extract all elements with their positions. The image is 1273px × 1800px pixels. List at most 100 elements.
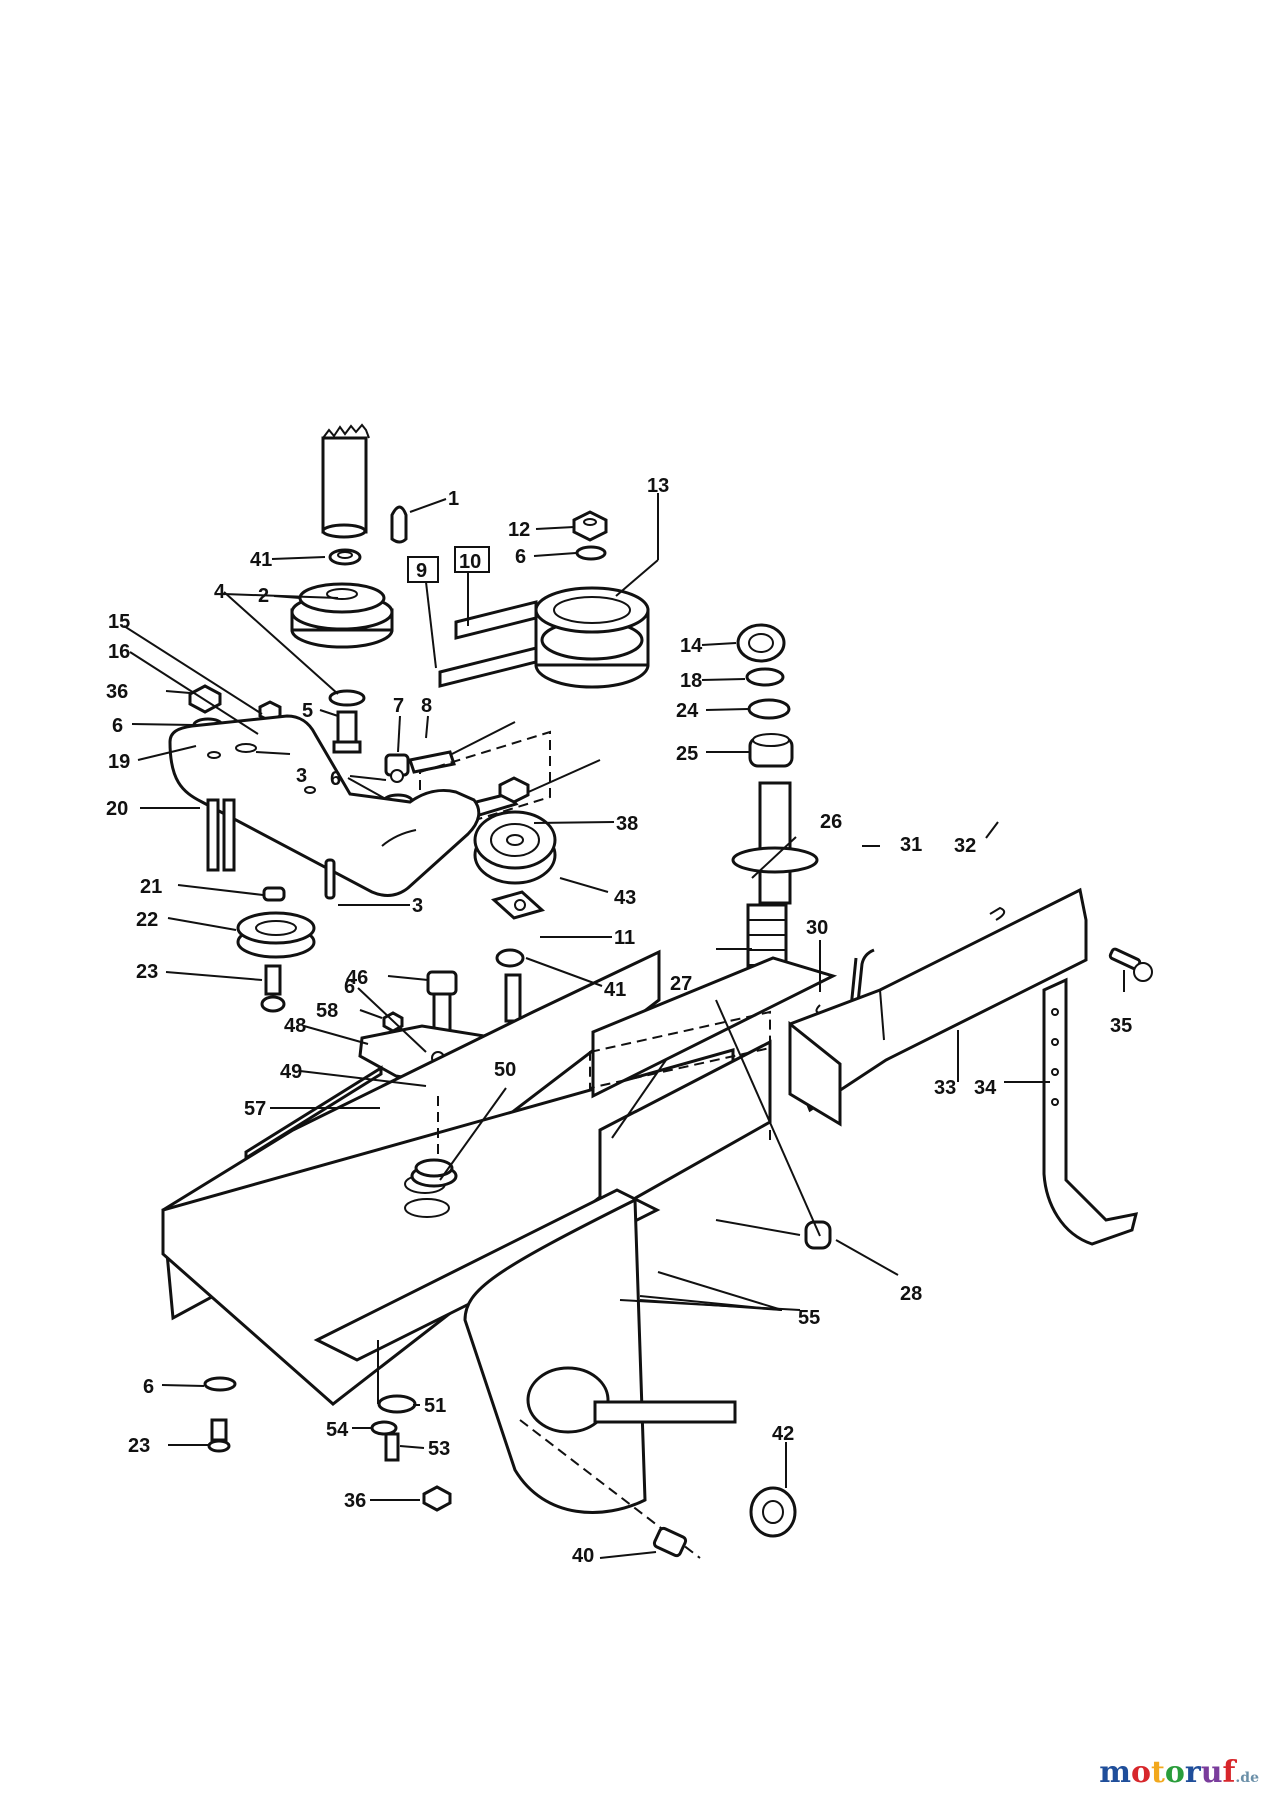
callout-27: 27	[670, 973, 692, 995]
bolt-23-upper	[260, 964, 286, 1013]
box-label-9	[407, 556, 439, 583]
callout-18: 18	[680, 670, 702, 692]
callout-48: 48	[284, 1015, 306, 1037]
washer-6-top	[575, 545, 607, 561]
needle-bearing-25	[748, 733, 794, 768]
shaft-26	[731, 781, 819, 905]
callout-16: 16	[108, 641, 130, 663]
leader-lines	[123, 493, 1125, 1559]
callout-8: 8	[421, 695, 432, 717]
bolt-35	[1108, 947, 1153, 982]
callout-10: 10	[459, 551, 481, 573]
callout-24: 24	[676, 700, 699, 722]
bracket-20	[168, 714, 481, 897]
callout-57: 57	[244, 1098, 266, 1120]
watermark-logo: motoruf.de	[1099, 1755, 1259, 1790]
sleeve-28	[804, 1220, 832, 1250]
callout-13: 13	[647, 475, 669, 497]
callout-5: 5	[302, 700, 313, 722]
callout-26: 26	[820, 811, 842, 833]
callout-32: 32	[954, 835, 976, 857]
callout-31: 31	[900, 834, 922, 856]
callout-21: 21	[140, 876, 162, 898]
callout-40: 40	[572, 1545, 594, 1567]
bolt-46	[426, 970, 458, 1034]
pin-3-lower	[324, 858, 336, 900]
washer-54	[370, 1420, 398, 1436]
tine-34	[1042, 977, 1139, 1246]
callout-41b: 41	[604, 979, 626, 1001]
callout-33: 33	[934, 1077, 956, 1099]
washer-51	[377, 1394, 417, 1414]
callout-25: 25	[676, 743, 698, 765]
callout-7: 7	[393, 695, 404, 717]
pulley-2	[290, 582, 394, 649]
bolt-5	[328, 689, 366, 754]
callout-49: 49	[280, 1061, 302, 1083]
callout-51: 51	[424, 1395, 446, 1417]
arm-33	[788, 887, 1088, 1127]
callout-3a: 3	[296, 765, 307, 787]
clip-32	[989, 906, 1006, 921]
callout-55: 55	[798, 1307, 820, 1329]
bolt-23-lower	[207, 1418, 231, 1453]
callout-6b: 6	[112, 715, 123, 737]
nut-12	[572, 510, 608, 542]
callout-labels: 1 2 3 3 4 5 6 6 6 6 6 7 8 9 10 11 12 13 …	[106, 475, 1132, 1567]
plug-40	[652, 1526, 688, 1558]
callout-23a: 23	[136, 961, 158, 983]
callout-46: 46	[346, 967, 368, 989]
plate-11	[490, 890, 546, 920]
box-label-10	[454, 546, 490, 573]
washer-6-bottom	[203, 1376, 237, 1392]
key-part-1	[390, 505, 408, 544]
spacer-21	[262, 886, 286, 902]
callout-41a: 41	[250, 549, 272, 571]
callout-4: 4	[214, 581, 226, 603]
spring-50	[410, 1158, 458, 1188]
rod-57	[244, 1065, 383, 1161]
callout-2: 2	[258, 585, 269, 607]
callout-58: 58	[316, 1000, 338, 1022]
callout-6a: 6	[515, 546, 526, 568]
callout-9: 9	[416, 560, 427, 582]
callout-35: 35	[1110, 1015, 1132, 1037]
callout-12: 12	[508, 519, 530, 541]
dash-guides-chassis	[437, 1010, 771, 1559]
chassis	[161, 949, 838, 1514]
callout-6d: 6	[344, 976, 355, 998]
drive-shaft	[321, 423, 370, 539]
circlip-18	[745, 667, 785, 687]
callout-42: 42	[772, 1423, 794, 1445]
callout-34: 34	[974, 1077, 997, 1099]
idler-43	[473, 810, 557, 885]
washer-42	[749, 1486, 797, 1538]
nut-38	[498, 776, 530, 804]
callout-43: 43	[614, 887, 636, 909]
pulley-13	[534, 586, 650, 689]
bearing-14	[736, 623, 786, 663]
bolt-53	[384, 1432, 400, 1462]
pulley-22	[236, 911, 316, 959]
callout-38: 38	[616, 813, 638, 835]
washer-41-mid	[495, 948, 525, 968]
callout-19: 19	[108, 751, 130, 773]
callout-30: 30	[806, 917, 828, 939]
callout-53: 53	[428, 1438, 450, 1460]
callout-36b: 36	[344, 1490, 366, 1512]
callout-6c: 6	[330, 768, 341, 790]
watermark-suffix: .de	[1235, 1770, 1259, 1786]
callout-15: 15	[108, 611, 130, 633]
callout-6e: 6	[143, 1376, 154, 1398]
callout-14: 14	[680, 635, 703, 657]
callout-1: 1	[448, 488, 459, 510]
callout-3b: 3	[412, 895, 423, 917]
callout-36a: 36	[106, 681, 128, 703]
callout-23b: 23	[128, 1435, 150, 1457]
callout-50: 50	[494, 1059, 516, 1081]
tensioner-7	[384, 753, 410, 783]
callout-54: 54	[326, 1419, 349, 1441]
callout-11: 11	[614, 927, 635, 949]
ring-24	[747, 698, 791, 720]
